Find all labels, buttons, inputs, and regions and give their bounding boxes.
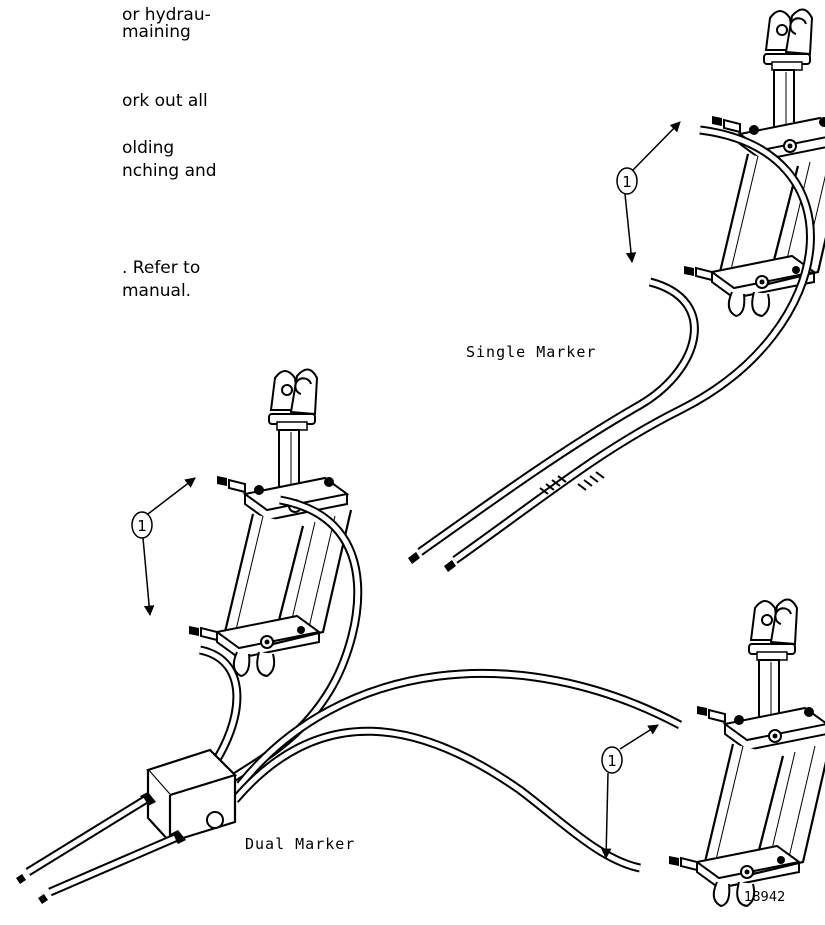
callout-single: 1 [616, 121, 681, 264]
text-fragment: ork out all [122, 91, 208, 111]
callout-number: 1 [622, 173, 632, 191]
callout-number: 1 [607, 752, 617, 770]
dual-marker-right-cylinder [667, 598, 825, 908]
text-fragment: manual. [122, 281, 192, 301]
text-fragment: . Refer to [122, 258, 201, 278]
callout-dual-right: 1 [600, 724, 659, 860]
text-fragment: maining [122, 22, 191, 42]
text-fragment: olding [122, 138, 175, 158]
callout-dual-left: 1 [131, 477, 196, 617]
dual-marker-valve-block [16, 668, 683, 904]
figure-number: 18942 [744, 890, 786, 905]
dual-marker-left-cylinder [187, 368, 363, 784]
dual-marker-caption: Dual Marker [245, 835, 356, 853]
text-fragment: nching and [122, 161, 217, 181]
single-marker-assembly [408, 8, 825, 572]
text-fragment: or hydrau- [122, 5, 211, 25]
callout-number: 1 [137, 517, 147, 535]
single-marker-caption: Single Marker [466, 343, 597, 361]
